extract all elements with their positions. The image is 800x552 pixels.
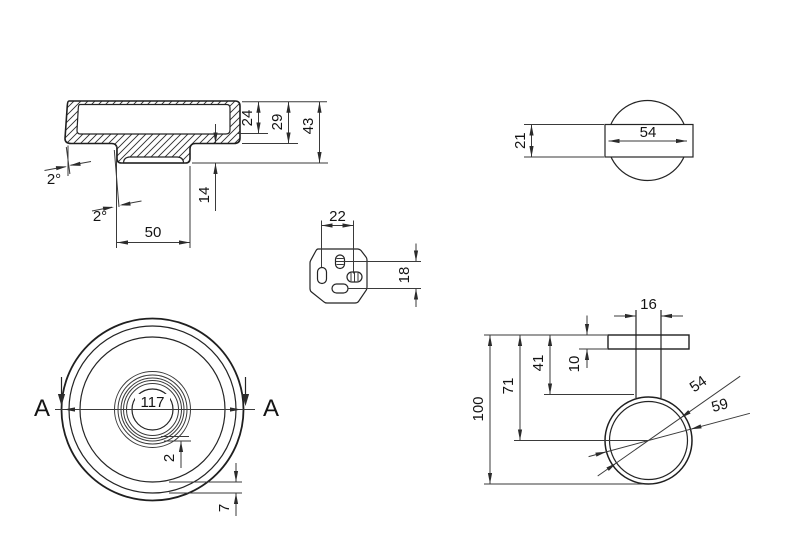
dim-height-14: 14 [196,187,213,204]
dim-ring-inner-54: 54 [687,373,710,396]
side-wall-plate [607,334,690,350]
dim-height-100: 100 [470,396,487,421]
section-cavity-profile [76,103,231,135]
section-label-a-left: A [34,395,50,422]
dim-rim-7: 7 [216,504,233,512]
section-outer-profile [64,100,241,164]
plan-view-section-aa: 117 A A 2 7 [34,317,279,516]
dim-height-29: 29 [269,114,286,131]
draft-angle-lower: 2° [93,208,107,225]
dim-plate-54: 54 [640,124,657,141]
dim-height-71: 71 [500,378,517,395]
wall-bracket-view: 22 18 [309,208,421,307]
dim-diameter-117: 117 [141,394,165,411]
section-recess-profile [122,156,185,164]
bracket-slot-right [346,271,363,283]
dim-depth-24: 24 [239,110,256,127]
draft-angle-upper: 2° [47,171,61,188]
dim-ring-outer-59: 59 [710,395,731,416]
dim-bracket-22: 22 [329,208,346,225]
section-view: 24 29 43 14 50 2° 2° [44,100,328,248]
dim-stem-16: 16 [640,296,657,313]
dim-plate-21: 21 [512,132,529,149]
dim-height-41: 41 [530,355,547,372]
section-label-a-right: A [263,395,279,422]
dim-plate-10: 10 [566,356,583,373]
dim-height-43: 43 [300,118,317,135]
bracket-outline [309,248,368,304]
dim-groove-2: 2 [161,454,178,462]
dim-width-50: 50 [145,224,162,241]
bracket-slot-left [316,266,328,285]
side-view: 16 10 41 71 100 54 59 [470,296,751,485]
plate-top-view: 54 21 [512,99,694,182]
section-hatched-body [65,101,240,163]
bracket-slot-bottom [331,283,349,294]
dim-bracket-18: 18 [396,267,413,284]
